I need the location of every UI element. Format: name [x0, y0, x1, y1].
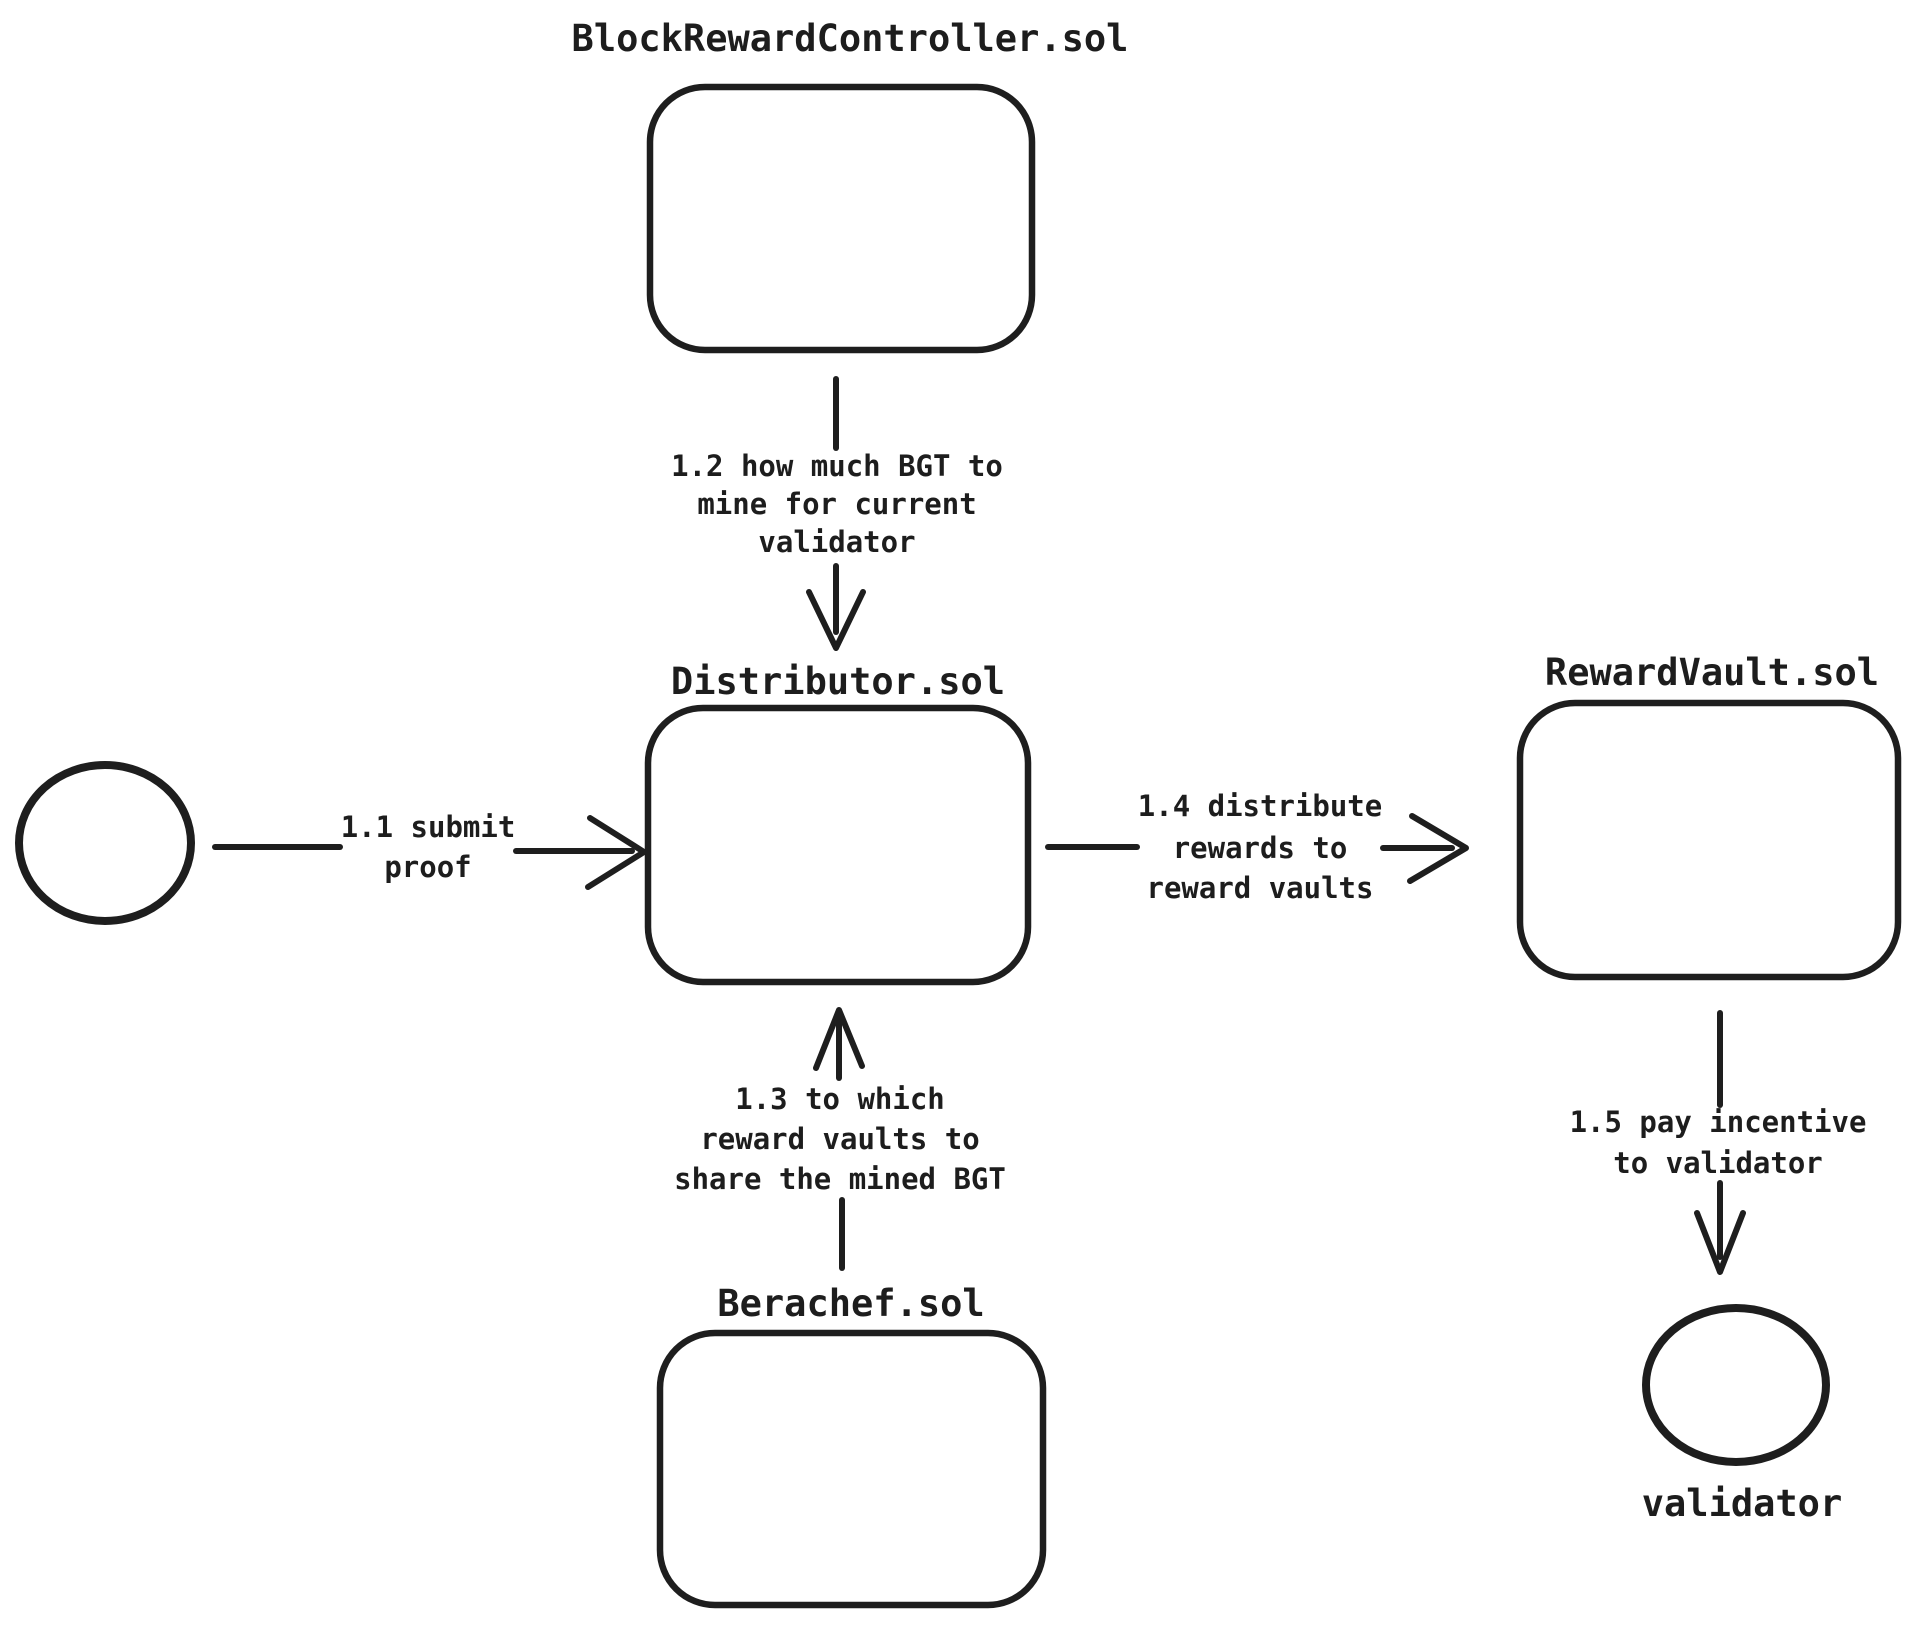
edge-1-2-label-line-1: 1.2 how much BGT to [671, 449, 1003, 483]
node-blockrewardcontroller-box [646, 83, 1036, 354]
edge-1-1-label-line-1: 1.1 submit [341, 810, 516, 844]
actor-validator-label: validator [1642, 1482, 1842, 1525]
node-blockrewardcontroller-title: BlockRewardController.sol [572, 17, 1129, 60]
edge-1-5-arrowhead-down-icon [1694, 1210, 1746, 1275]
actor-validator-circle [1642, 1304, 1830, 1466]
edge-1-1-arrowhead-right-icon [585, 815, 647, 890]
node-berachef-box [656, 1329, 1047, 1609]
edge-1-1-label-line-2: proof [384, 850, 471, 884]
node-berachef-title: Berachef.sol [717, 1282, 984, 1325]
edge-1-5-label-line-1: 1.5 pay incentive [1570, 1105, 1867, 1139]
node-distributor-box [644, 704, 1032, 986]
node-distributor-title: Distributor.sol [671, 660, 1005, 703]
node-rewardvault-title: RewardVault.sol [1545, 651, 1879, 694]
edge-1-5-label-line-2: to validator [1613, 1146, 1823, 1180]
edge-1-3-label-line-2: reward vaults to [700, 1122, 979, 1156]
edge-1-3-label-line-1: 1.3 to which [735, 1082, 945, 1116]
edge-1-4-arrowhead-right-icon [1407, 813, 1469, 884]
edge-1-4-label-line-1: 1.4 distribute [1138, 789, 1382, 823]
edge-1-2-label-line-2: mine for current [697, 487, 976, 521]
actor-user-circle [15, 761, 195, 925]
edge-1-2-label-line-3: validator [758, 525, 915, 559]
edge-1-3-arrowhead-up-icon [813, 1007, 865, 1071]
edge-1-3-label-line-3: share the mined BGT [674, 1162, 1006, 1196]
edge-1-4-label-line-3: reward vaults [1147, 871, 1374, 905]
edge-1-2-arrowhead-down-icon [806, 589, 866, 651]
edge-1-4-label-line-2: rewards to [1173, 831, 1348, 865]
node-rewardvault-box [1516, 699, 1902, 981]
